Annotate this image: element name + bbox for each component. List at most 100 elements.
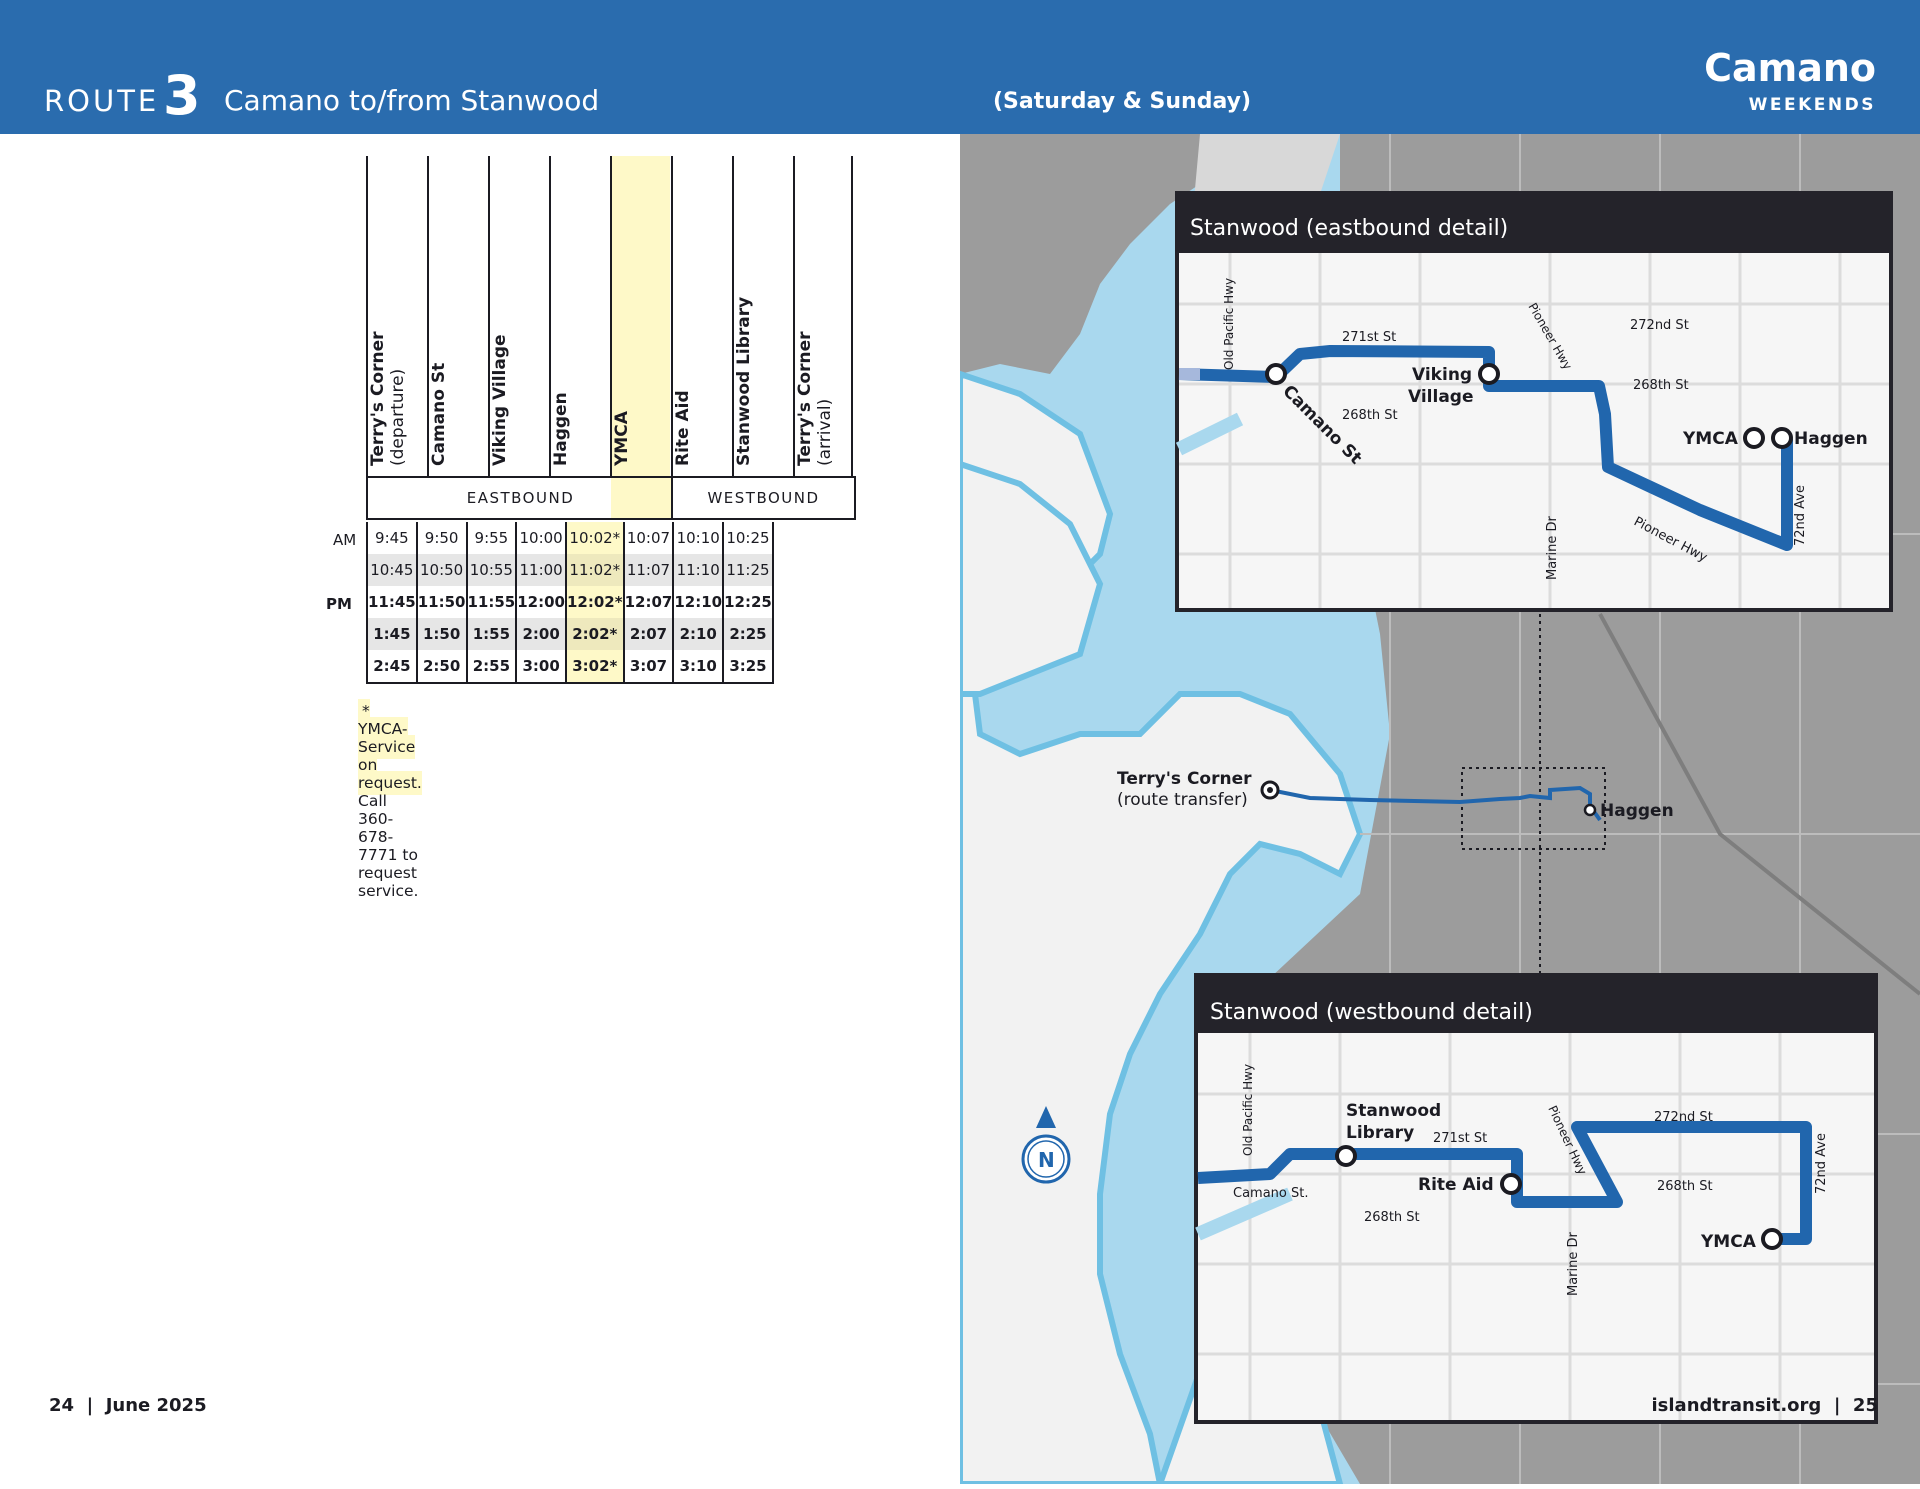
west-rite-aid: Rite Aid: [1418, 1175, 1494, 1195]
east-viking-1: Viking: [1412, 365, 1472, 385]
service-days: (Saturday & Sunday): [993, 89, 1252, 114]
stop-label: Haggen: [551, 392, 571, 466]
main-terrys-1: Terry's Corner: [1117, 769, 1252, 789]
north-arrow-icon: N: [1038, 1148, 1055, 1172]
stop-label: YMCA: [612, 411, 632, 466]
east-haggen: Haggen: [1794, 429, 1868, 449]
main-terrys-2: (route transfer): [1117, 790, 1248, 810]
eastbound-inset: [1175, 191, 1893, 612]
west-268th-b: 268th St: [1657, 1179, 1713, 1194]
time-cell: 3:10: [672, 650, 724, 684]
time-cell: 12:00: [515, 586, 566, 618]
column-header: Stanwood Library: [732, 156, 792, 476]
time-cell: 2:07: [622, 618, 674, 650]
time-cell: 11:45: [366, 586, 417, 618]
column-header: Viking Village: [488, 156, 548, 476]
time-cell: 12:10: [672, 586, 724, 618]
east-268th-b: 268th St: [1633, 378, 1689, 393]
time-cell: 3:25: [722, 650, 774, 684]
time-cell: 9:50: [415, 522, 467, 554]
eastbound-label: EASTBOUND: [366, 476, 673, 520]
east-272nd: 272nd St: [1630, 318, 1689, 333]
service-area: Camano: [1704, 46, 1876, 90]
stop-label: Stanwood Library: [734, 296, 754, 466]
map-graphic: Stanwood (eastbound detail) Stanwood (we…: [957, 134, 1920, 1487]
time-cell: 1:45: [366, 618, 417, 650]
time-cell: 2:45: [366, 650, 417, 684]
time-cell: 10:25: [722, 522, 774, 554]
time-cell: 2:10: [672, 618, 724, 650]
time-cell: 11:02*: [565, 554, 624, 586]
time-cell: 10:10: [672, 522, 724, 554]
time-cell: 9:45: [366, 522, 417, 554]
page-number-right: islandtransit.org | 25: [1651, 1395, 1879, 1416]
west-library-2: Library: [1346, 1123, 1414, 1143]
west-72nd: 72nd Ave: [1814, 1133, 1829, 1194]
west-272nd: 272nd St: [1654, 1110, 1713, 1125]
time-cell: 11:55: [465, 586, 517, 618]
stop-label: Rite Aid: [673, 390, 693, 466]
column-header: Haggen: [549, 156, 609, 476]
column-header: Rite Aid: [671, 156, 731, 476]
am-label: AM: [333, 531, 357, 549]
pm-label: PM: [326, 595, 352, 613]
page-number-left: 24 | June 2025: [49, 1395, 207, 1416]
time-cell: 11:10: [672, 554, 724, 586]
time-cell: 2:00: [515, 618, 566, 650]
west-271st: 271st St: [1433, 1131, 1487, 1146]
east-old-pacific: Old Pacific Hwy: [1222, 278, 1236, 370]
westbound-label: WESTBOUND: [671, 476, 856, 520]
westbound-title: Stanwood (westbound detail): [1210, 1000, 1533, 1025]
route-map: Stanwood (eastbound detail) Stanwood (we…: [957, 134, 1920, 1487]
main-haggen: Haggen: [1600, 801, 1674, 821]
time-cell: 10:45: [366, 554, 417, 586]
ymca-highlight: [611, 478, 672, 518]
stop-label: Terry's Corner(departure): [368, 331, 408, 466]
west-ymca: YMCA: [1700, 1232, 1757, 1252]
time-cell: 10:07: [622, 522, 674, 554]
time-cell: 12:25: [722, 586, 774, 618]
column-header-ymca: YMCA: [610, 156, 670, 476]
time-cell: 10:00: [515, 522, 566, 554]
west-268th: 268th St: [1364, 1210, 1420, 1225]
westbound-inset: [1194, 973, 1878, 1424]
time-cell: 2:25: [722, 618, 774, 650]
east-268th: 268th St: [1342, 408, 1398, 423]
eastbound-title: Stanwood (eastbound detail): [1190, 216, 1508, 241]
time-cell: 3:00: [515, 650, 566, 684]
time-cell: 2:50: [415, 650, 467, 684]
west-old-pacific: Old Pacific Hwy: [1241, 1064, 1255, 1156]
time-cell: 9:55: [465, 522, 517, 554]
east-viking-2: Village: [1408, 387, 1474, 407]
time-cell: 11:50: [415, 586, 467, 618]
stop-label: Terry's Corner(arrival): [795, 331, 835, 466]
time-cell: 11:25: [722, 554, 774, 586]
column-header: Terry's Corner(departure): [366, 156, 426, 476]
page-header: ROUTE 3 Camano to/from Stanwood (Saturda…: [0, 0, 1920, 134]
column-header: Terry's Corner(arrival): [793, 156, 853, 476]
west-library-1: Stanwood: [1346, 1101, 1441, 1121]
west-marine: Marine Dr: [1566, 1231, 1581, 1296]
east-ymca: YMCA: [1682, 429, 1739, 449]
west-camano-st: Camano St.: [1233, 1186, 1308, 1201]
route-word: ROUTE: [44, 84, 160, 118]
east-marine: Marine Dr: [1545, 515, 1560, 580]
time-cell: 2:55: [465, 650, 517, 684]
time-cell: 10:50: [415, 554, 467, 586]
time-cell: 10:55: [465, 554, 517, 586]
time-cell: 11:07: [622, 554, 674, 586]
time-cell: 1:50: [415, 618, 467, 650]
time-cell: 3:02*: [565, 650, 624, 684]
time-cell: 2:02*: [565, 618, 624, 650]
service-area-sub: WEEKENDS: [1748, 95, 1876, 115]
column-header: Camano St: [427, 156, 487, 476]
east-72nd: 72nd Ave: [1793, 485, 1808, 546]
time-cell: 10:02*: [565, 522, 624, 554]
ymca-note: * YMCA-Service on request. Call 360-678-…: [358, 699, 422, 900]
